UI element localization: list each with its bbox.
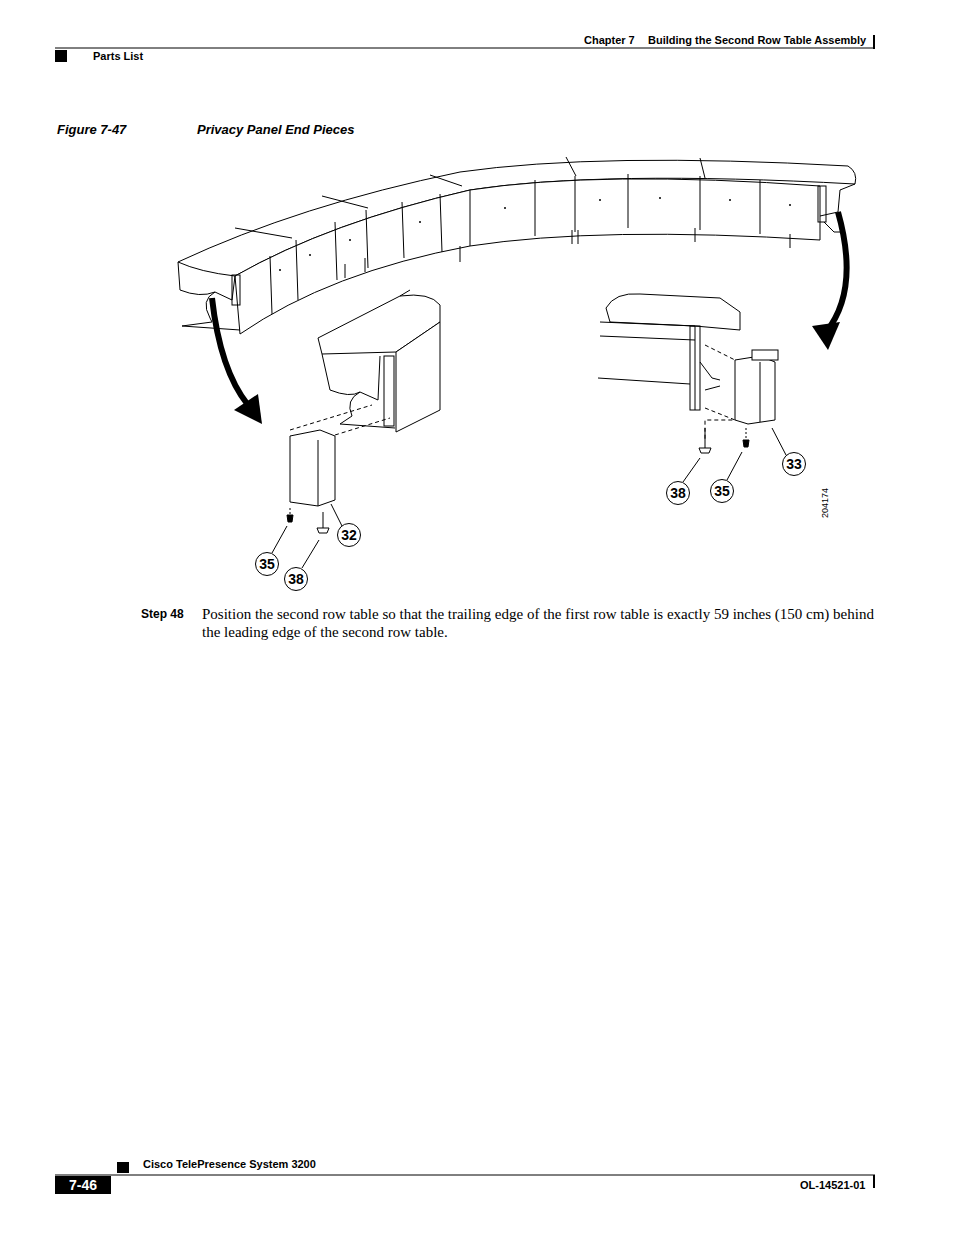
callout-text: 33 [786, 456, 802, 472]
callout-text: 38 [288, 571, 304, 587]
callout-number: 38 [666, 481, 690, 505]
callout-number: 32 [337, 523, 361, 547]
step-text: Position the second row table so that th… [202, 605, 880, 641]
callout-text: 35 [714, 483, 730, 499]
figure-number: Figure 7-47 [57, 122, 126, 137]
callout-number: 35 [255, 552, 279, 576]
doc-number: OL-14521-01 [800, 1179, 865, 1191]
callout-text: 32 [341, 527, 357, 543]
page-number: 7-46 [55, 1176, 111, 1194]
book-title: Cisco TelePresence System 3200 [143, 1158, 316, 1170]
callout-number: 33 [782, 452, 806, 476]
section-name: Parts List [93, 50, 143, 62]
callout-text: 35 [259, 556, 275, 572]
callout-text: 38 [670, 485, 686, 501]
callout-number: 38 [284, 567, 308, 591]
figure-title: Privacy Panel End Pieces [197, 122, 355, 137]
callout-number: 35 [710, 479, 734, 503]
chapter-number: Chapter 7 [584, 34, 635, 46]
chapter-title: Building the Second Row Table Assembly [648, 34, 866, 46]
art-number: 204174 [820, 488, 830, 518]
step-number: Step 48 [141, 607, 184, 621]
